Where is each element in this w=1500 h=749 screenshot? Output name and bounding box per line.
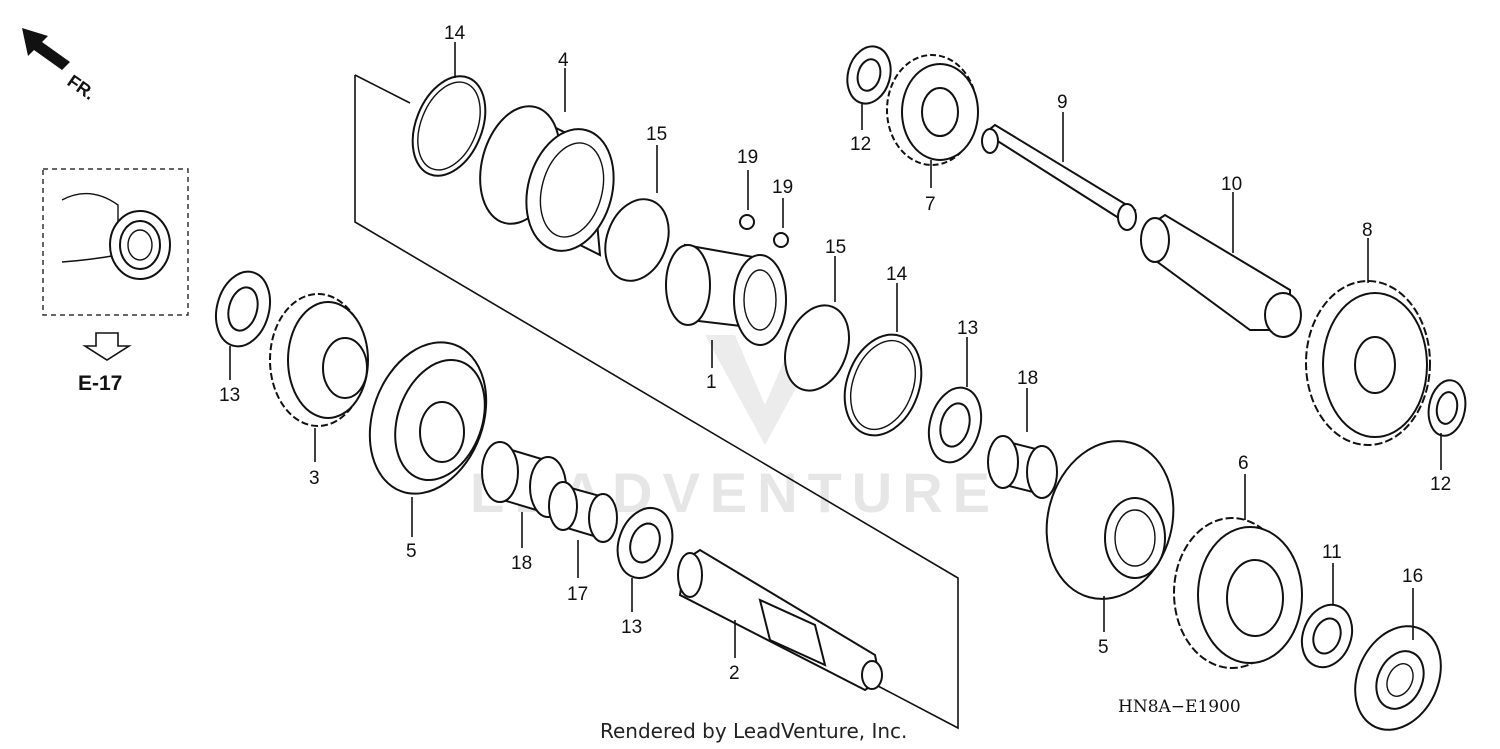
down-arrow-icon: [82, 332, 132, 361]
callout-5-left[interactable]: 5: [406, 541, 417, 562]
part-17-needle-bearing[interactable]: [548, 481, 618, 543]
part-4-clutch-outer[interactable]: [468, 97, 627, 261]
callout-19-left[interactable]: 19: [737, 147, 758, 168]
part-18-needle-bearing-center[interactable]: [987, 435, 1058, 499]
callout-15-lower[interactable]: 15: [825, 237, 846, 258]
part-12-washer-top[interactable]: [841, 42, 897, 109]
callout-2[interactable]: 2: [729, 663, 740, 684]
callout-12-right[interactable]: 12: [1430, 474, 1451, 495]
part-5-clutch-right[interactable]: [1029, 427, 1190, 614]
part-13-washer-lower[interactable]: [608, 500, 681, 585]
reference-inset[interactable]: [42, 168, 189, 316]
callout-17[interactable]: 17: [567, 584, 588, 605]
callout-13-center[interactable]: 13: [957, 318, 978, 339]
part-13-washer-center[interactable]: [921, 382, 989, 468]
callout-15-upper[interactable]: 15: [646, 124, 667, 145]
part-19-steel-ball[interactable]: [739, 214, 789, 248]
callout-1[interactable]: 1: [706, 372, 717, 393]
direction-label: FR.: [64, 71, 99, 104]
part-2-main-shaft[interactable]: [677, 548, 883, 692]
callout-9[interactable]: 9: [1057, 92, 1068, 113]
callout-12-top[interactable]: 12: [850, 134, 871, 155]
callout-7[interactable]: 7: [925, 194, 936, 215]
front-direction-arrow-icon: [22, 28, 70, 70]
part-14-ring-lower[interactable]: [831, 324, 934, 446]
diagram-code: HN8A−E1900: [1118, 697, 1241, 717]
part-1-spline-collar[interactable]: [665, 243, 787, 346]
subassembly-boundary: [354, 75, 959, 730]
reference-label[interactable]: E-17: [78, 372, 122, 395]
part-6-gear[interactable]: [1173, 517, 1303, 669]
credit-text: Rendered by LeadVenture, Inc.: [600, 719, 907, 743]
callout-18-left[interactable]: 18: [511, 553, 532, 574]
callout-13-left[interactable]: 13: [219, 385, 240, 406]
part-11-washer[interactable]: [1294, 598, 1361, 675]
part-15-snap-ring-lower[interactable]: [774, 296, 860, 399]
part-7-gear[interactable]: [886, 54, 979, 166]
part-3-gear[interactable]: [269, 293, 369, 427]
callout-6[interactable]: 6: [1238, 453, 1249, 474]
part-14-ring[interactable]: [399, 65, 499, 186]
callout-19-right[interactable]: 19: [772, 177, 793, 198]
callout-3[interactable]: 3: [309, 468, 320, 489]
callout-14-lower[interactable]: 14: [886, 264, 908, 285]
callout-5-right[interactable]: 5: [1098, 637, 1109, 658]
callout-10[interactable]: 10: [1221, 174, 1242, 195]
callout-11[interactable]: 11: [1322, 542, 1342, 563]
part-10-shaft[interactable]: [1140, 213, 1302, 338]
part-15-snap-ring-upper[interactable]: [594, 190, 679, 289]
callout-13-lower[interactable]: 13: [621, 617, 642, 638]
part-18-needle-bearing-left[interactable]: [481, 441, 567, 518]
callout-8[interactable]: 8: [1362, 220, 1373, 241]
callout-16[interactable]: 16: [1402, 566, 1423, 587]
part-8-large-gear[interactable]: [1305, 280, 1431, 446]
part-9-shaft[interactable]: [981, 123, 1137, 231]
part-13-washer-left[interactable]: [208, 266, 278, 353]
callout-18-center[interactable]: 18: [1017, 368, 1038, 389]
callout-14-top[interactable]: 14: [444, 23, 466, 44]
part-12-washer-right[interactable]: [1424, 377, 1469, 438]
part-16-ball-bearing[interactable]: [1339, 612, 1457, 744]
part-5-clutch-left[interactable]: [350, 326, 507, 510]
callout-4[interactable]: 4: [558, 50, 569, 71]
